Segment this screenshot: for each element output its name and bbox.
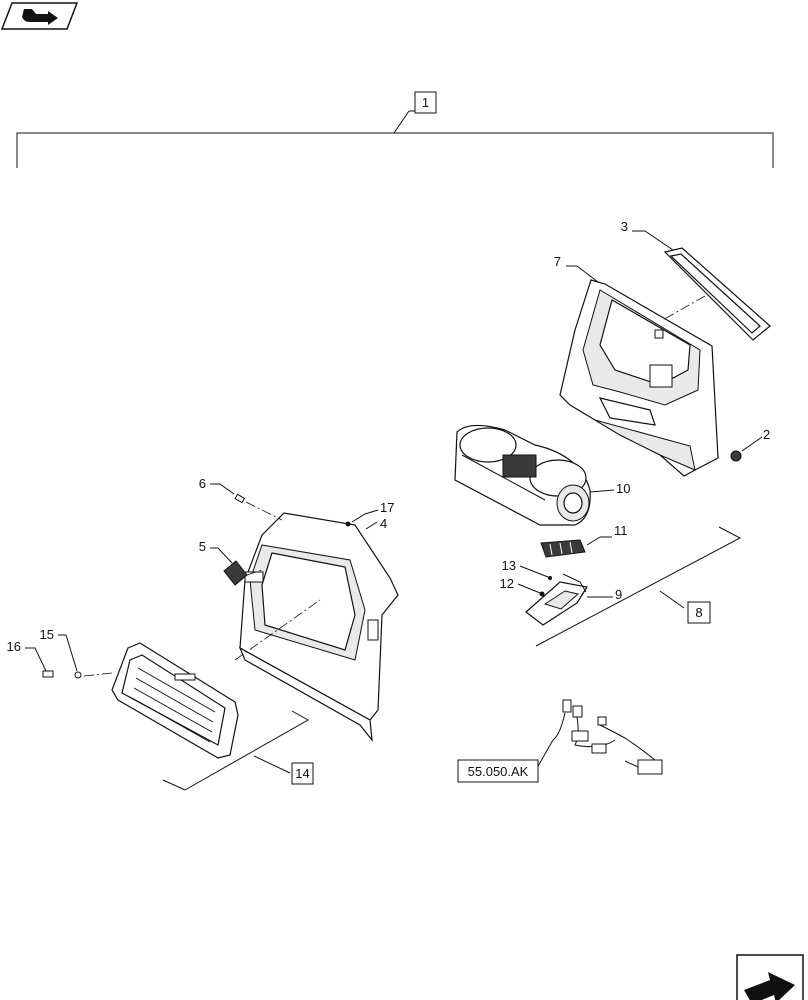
- reference-55-050-ak[interactable]: 55.050.AK: [468, 764, 529, 779]
- callout-8: 8: [695, 605, 702, 620]
- callout-12: 12: [500, 576, 514, 591]
- group-bracket-8: 8: [535, 526, 742, 647]
- callout-15: 15: [40, 627, 54, 642]
- callout-14: 14: [295, 766, 309, 781]
- callout-7: 7: [554, 254, 561, 269]
- part-7-housing: 7: [554, 254, 719, 477]
- assembly-bracket: 1: [16, 91, 774, 168]
- book-arrow-icon[interactable]: [0, 2, 79, 30]
- callout-1: 1: [422, 95, 429, 110]
- part-10-blower: 10: [454, 424, 630, 526]
- callout-10: 10: [616, 481, 630, 496]
- part-4-housing: 4: [238, 512, 399, 742]
- part-16-screw: 16: [7, 639, 54, 678]
- part-14-grille: [111, 642, 239, 759]
- part-3-filter: 3: [621, 219, 771, 341]
- part-17-screw: 17: [345, 500, 394, 527]
- group-bracket-14: 14: [162, 710, 314, 791]
- part-15-washer: 15: [40, 627, 82, 679]
- callout-17: 17: [380, 500, 394, 515]
- callout-2: 2: [763, 427, 770, 442]
- part-2-nut: 2: [730, 427, 770, 462]
- part-12-screw: 12: [500, 576, 545, 597]
- callout-3: 3: [621, 219, 628, 234]
- callout-9: 9: [615, 587, 622, 602]
- callout-6: 6: [199, 476, 206, 491]
- next-page-arrow-icon[interactable]: [736, 954, 804, 1000]
- callout-4: 4: [380, 516, 387, 531]
- callout-13: 13: [502, 558, 516, 573]
- callout-16: 16: [7, 639, 21, 654]
- part-6-clip: 6: [199, 476, 283, 521]
- part-9-bracket: 9: [525, 573, 622, 626]
- part-13-screw: 13: [502, 558, 552, 580]
- wiring-harness: 55.050.AK: [457, 699, 663, 783]
- callout-5: 5: [199, 539, 206, 554]
- part-11-resistor: 11: [540, 523, 628, 558]
- part-5-connector: 5: [199, 539, 263, 586]
- callout-11: 11: [614, 523, 628, 538]
